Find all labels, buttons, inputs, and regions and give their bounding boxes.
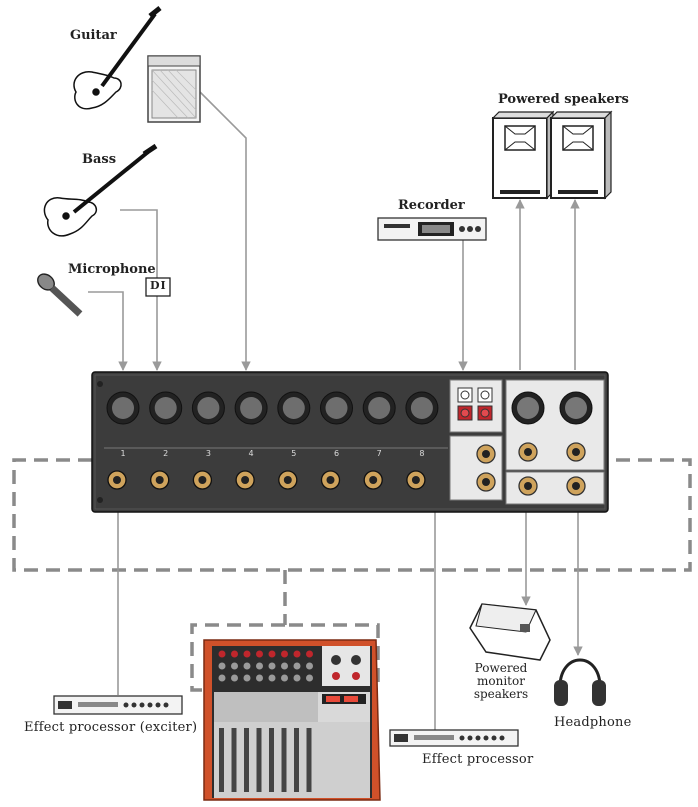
bass-icon <box>43 143 158 237</box>
mixer-knob <box>293 674 301 682</box>
channel-strip: 7 <box>362 391 396 490</box>
di-box <box>145 277 171 297</box>
channel-strip: 4 <box>234 391 268 490</box>
xlr-input-jack-face <box>368 397 391 419</box>
channel-number: 4 <box>249 449 254 458</box>
line-input-jack-hole <box>283 476 292 484</box>
guitar-icon <box>73 6 162 110</box>
mixer-knob <box>243 650 251 658</box>
channel-strip: 8 <box>405 391 439 490</box>
channel-number: 6 <box>334 449 339 458</box>
powered-speakers-label: Powered speakers <box>498 92 629 107</box>
mixer-knob <box>281 674 288 682</box>
channel-number: 5 <box>291 449 296 458</box>
microphone-icon <box>37 273 83 317</box>
xlr-input-jack-face <box>154 397 177 419</box>
recorder-icon <box>377 217 487 241</box>
channel-number: 8 <box>419 449 424 458</box>
mixer-fader <box>256 728 262 792</box>
guitar-amp-icon <box>147 55 201 123</box>
mixer-knob <box>256 662 263 670</box>
mixer-fader <box>269 728 274 792</box>
powered-monitor-speakers-label: Powered monitor speakers <box>473 661 529 701</box>
signal-lines <box>88 91 583 730</box>
xlr-input-jack-face <box>197 397 220 419</box>
mixer-knob <box>243 674 251 682</box>
channel-number: 7 <box>377 449 382 458</box>
xlr-input-jack-face <box>240 397 263 419</box>
channel-strip: 5 <box>277 391 311 490</box>
line-input-jack-hole <box>411 476 420 484</box>
exciter-unit-icon <box>53 695 183 715</box>
line-input-jack-hole <box>326 476 335 484</box>
mixer-knob <box>218 674 226 682</box>
mixer-knob <box>231 650 238 658</box>
mixer-fader <box>306 728 312 792</box>
channel-number: 2 <box>163 449 168 458</box>
channel-strip: 2 <box>149 391 183 490</box>
mixer-fader <box>231 728 237 792</box>
mixer-knob <box>268 674 276 682</box>
recorder-label: Recorder <box>398 198 465 213</box>
mixer-knob <box>231 674 238 682</box>
bass-label: Bass <box>82 152 117 167</box>
xlr-input-jack-face <box>410 397 433 419</box>
effect-processor-label: Effect processor <box>422 752 534 767</box>
line-input-jack-hole <box>113 476 121 484</box>
microphone-label: Microphone <box>68 262 156 277</box>
mixer-knob <box>293 662 301 670</box>
mixer-knob <box>256 650 263 658</box>
channel-strip: 1 <box>106 391 140 490</box>
mixer-fader <box>294 728 299 792</box>
line-input-jack-hole <box>198 476 207 484</box>
mixer-knob <box>268 662 276 670</box>
xlr-input-jack-face <box>325 397 348 419</box>
channel-number: 3 <box>206 449 211 458</box>
mixer-knob <box>243 662 251 670</box>
mixer-knob <box>256 674 263 682</box>
line-input-jack-hole <box>241 476 250 484</box>
headphone-icon <box>554 658 606 706</box>
mixer-knob <box>281 662 288 670</box>
mixer-knob <box>281 650 288 658</box>
mixer-fader <box>244 728 249 792</box>
mixer-knob <box>231 662 238 670</box>
mixer-fader <box>219 728 224 792</box>
effect-processor-unit-icon <box>389 729 519 747</box>
channel-strips: 1 2 3 4 5 6 7 8 <box>106 391 439 490</box>
mixer-knob <box>218 650 226 658</box>
mixer-fader <box>281 728 287 792</box>
line-input-jack-hole <box>155 476 164 484</box>
powered-monitor-speaker-icon <box>469 603 551 661</box>
line-input-jack-hole <box>369 476 378 484</box>
desk-mixer-knobs <box>218 650 313 792</box>
guitar-label: Guitar <box>70 28 117 43</box>
headphone-label: Headphone <box>554 715 632 730</box>
mixer-knob <box>268 650 276 658</box>
di-label: DI <box>150 279 167 292</box>
channel-number: 1 <box>120 449 125 458</box>
xlr-input-jack-face <box>282 397 305 419</box>
powered-speakers-icon <box>491 110 613 200</box>
mixer-knob <box>306 674 313 682</box>
channel-strip: 6 <box>320 391 353 490</box>
mixer-knob <box>306 662 313 670</box>
desk-mixer-icon <box>203 639 381 801</box>
mixer-knob <box>218 662 226 670</box>
effect-processor-exciter-label: Effect processor (exciter) <box>24 720 198 735</box>
mixer-knob <box>293 650 301 658</box>
mixer-knob <box>306 650 313 658</box>
channel-strip: 3 <box>191 391 225 490</box>
xlr-input-jack-face <box>112 397 134 419</box>
